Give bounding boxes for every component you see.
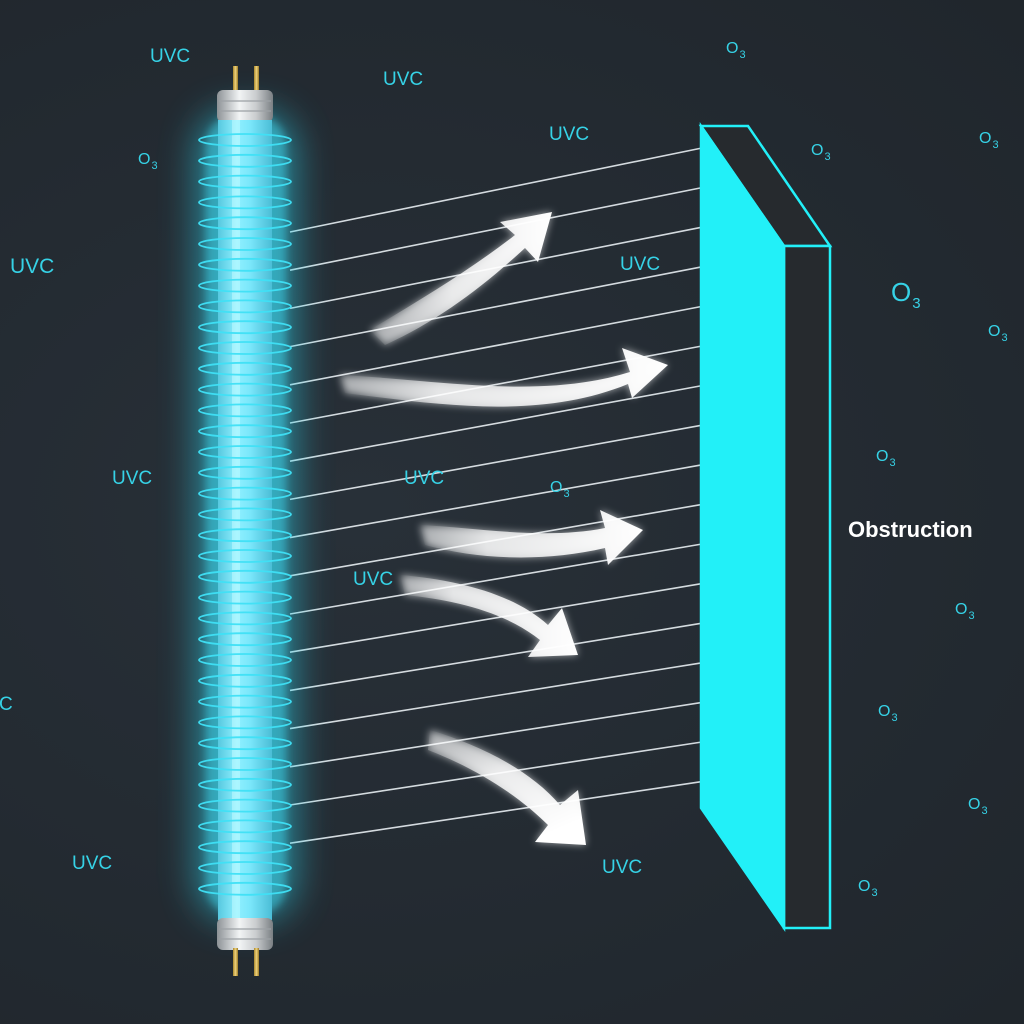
uv-ray-line — [289, 622, 703, 692]
lamp-coil-ring — [198, 216, 292, 231]
obstruction-panel-icon — [698, 121, 833, 933]
lamp-coil-ring — [198, 445, 292, 459]
airflow-arrow-icon — [400, 575, 578, 657]
lamp-coil-ring — [198, 465, 292, 480]
lamp-coil-ring — [198, 153, 292, 168]
lamp-coil-ring — [198, 549, 292, 563]
uv-ray-line — [289, 464, 703, 539]
ozone-label: O3 — [878, 703, 898, 724]
uv-ray-line — [289, 305, 703, 386]
uvc-label: UVC — [383, 69, 424, 90]
lamp-coil-ring — [198, 424, 292, 439]
ozone-label: O3 — [968, 796, 988, 817]
lamp-pin-top-left — [233, 66, 238, 92]
uv-ray-line — [289, 384, 703, 462]
uv-ray-line — [289, 186, 703, 271]
lamp-coil-ring — [198, 278, 292, 293]
ozone-label: O3 — [138, 151, 158, 172]
lamp-pin-bottom-left — [233, 948, 238, 976]
lamp-coil-ring — [198, 757, 292, 771]
lamp-coil-ring — [198, 611, 292, 626]
lamp-coil-ring — [198, 237, 292, 251]
uvc-label-partial: C — [0, 694, 13, 715]
lamp-coil-ring — [198, 840, 292, 855]
uvc-label: UVC — [353, 569, 394, 590]
uv-ray-line — [289, 582, 703, 653]
uvc-label: UVC — [602, 857, 643, 878]
airflow-arrow-icon — [420, 510, 643, 565]
ozone-label: O3 — [979, 130, 999, 151]
uv-ray-line — [289, 780, 703, 844]
lamp-coil-ring — [198, 569, 292, 584]
lamp-coil-ring — [198, 881, 292, 896]
uv-lamp-icon — [198, 66, 292, 976]
uv-ray-line — [289, 701, 703, 768]
ozone-label: O3 — [876, 448, 896, 469]
panel-side-face — [782, 244, 832, 930]
lamp-coil-ring — [198, 777, 292, 792]
ozone-label: O3 — [550, 479, 570, 500]
ozone-label: O3 — [858, 878, 878, 899]
ozone-label: O3 — [726, 40, 746, 61]
lamp-coil-ring — [198, 715, 292, 730]
lamp-coil-ring — [198, 507, 292, 522]
uv-ray-lines — [289, 147, 703, 844]
lamp-pin-bottom-right — [254, 948, 259, 976]
lamp-coil-ring — [198, 133, 292, 147]
lamp-coil-ring — [198, 736, 292, 751]
uv-ray-line — [289, 543, 703, 615]
uvc-label: UVC — [72, 853, 113, 874]
lamp-coil-ring — [198, 382, 292, 397]
uvc-label: UVC — [549, 124, 590, 145]
ozone-label: O3 — [955, 601, 975, 622]
lamp-coil-ring — [198, 694, 292, 709]
uvc-label: UVC — [620, 254, 661, 275]
lamp-pin-top-right — [254, 66, 259, 92]
uvc-label: UVC — [404, 468, 445, 489]
airflow-arrow-icon — [370, 212, 552, 345]
panel-front-face — [699, 121, 786, 933]
uv-ray-line — [289, 266, 703, 348]
ozone-label: O3 — [811, 142, 831, 163]
uvc-label: UVC — [10, 255, 55, 278]
lamp-coil-ring — [198, 174, 292, 189]
lamp-coil-ring — [198, 299, 292, 314]
uv-ray-line — [289, 662, 703, 730]
lamp-coil-ring — [198, 653, 292, 667]
lamp-coil-rings — [198, 133, 292, 896]
lamp-coil-ring — [198, 320, 292, 335]
uvc-label: UVC — [112, 468, 153, 489]
lamp-coil-ring — [198, 341, 292, 355]
airflow-arrow-icon — [340, 348, 668, 407]
lamp-coil-ring — [198, 590, 292, 605]
lamp-coil-ring — [198, 673, 292, 688]
lamp-coil-ring — [198, 632, 292, 647]
airflow-arrow-icon — [428, 730, 586, 845]
lamp-coil-ring — [198, 257, 292, 272]
ozone-label: O3 — [891, 277, 921, 312]
lamp-coil-ring — [198, 195, 292, 210]
lamp-coil-ring — [198, 819, 292, 834]
lamp-coil-ring — [198, 798, 292, 813]
lamp-cap-bottom — [217, 918, 273, 950]
lamp-coil-ring — [198, 361, 292, 376]
lamp-coil-ring — [198, 861, 292, 875]
lamp-coil-ring — [198, 528, 292, 543]
obstruction-label: Obstruction — [848, 517, 973, 542]
uv-ray-line — [289, 424, 703, 501]
uvc-label: UVC — [150, 46, 191, 67]
airflow-arrows — [340, 212, 668, 845]
ozone-label: O3 — [988, 323, 1008, 344]
uv-ray-line — [289, 147, 703, 233]
lamp-coil-ring — [198, 486, 292, 501]
lamp-cap-top — [217, 90, 273, 122]
lamp-coil-ring — [198, 403, 292, 418]
